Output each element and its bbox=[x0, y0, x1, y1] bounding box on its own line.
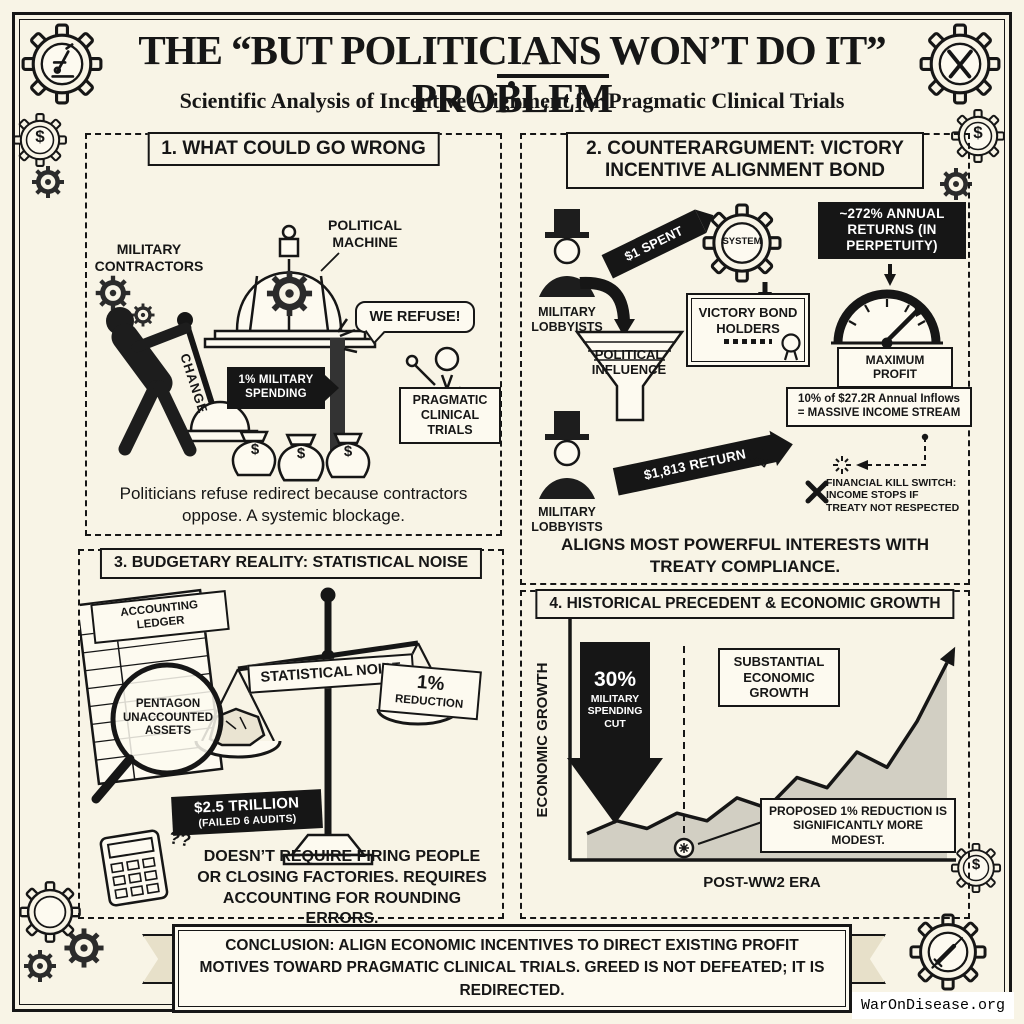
military-contractors-label: MILITARY CONTRACTORS bbox=[94, 241, 204, 274]
panel2-illustration bbox=[539, 203, 943, 504]
victory-bond-certificate: VICTORY BOND HOLDERS bbox=[686, 293, 810, 367]
kill-switch-label: FINANCIAL KILL SWITCH: INCOME STOPS IF T… bbox=[826, 477, 960, 514]
political-machine-gear-icon bbox=[266, 270, 313, 317]
signature-squiggle bbox=[724, 339, 772, 345]
starburst-icon bbox=[833, 456, 851, 474]
refusal-label: WE REFUSE! bbox=[369, 309, 461, 325]
political-influence-label: POLITICAL INFLUENCE bbox=[591, 347, 667, 378]
panel1-illustration bbox=[95, 224, 471, 482]
x-axis-label: POST-WW2 ERA bbox=[703, 874, 821, 891]
annual-returns-box: ~272% ANNUAL RETURNS (IN PERPETUITY) bbox=[818, 202, 966, 259]
money-bag-dollar-1: $ bbox=[250, 441, 260, 458]
pentagon-assets-label: PENTAGON UNACCOUNTED ASSETS bbox=[122, 698, 214, 738]
title-dot-decoration bbox=[508, 81, 515, 88]
money-bag-dollar-3: $ bbox=[343, 443, 353, 460]
funnel-icon bbox=[574, 330, 685, 422]
panel2-caption: ALIGNS MOST POWERFUL INTERESTS WITH TREA… bbox=[560, 535, 929, 577]
influence-arrowhead bbox=[614, 319, 635, 337]
money-bag-dollar-2: $ bbox=[296, 445, 306, 462]
spending-cut-label: 1% MILITARY SPENDING bbox=[238, 374, 314, 400]
bond-seal-icon bbox=[781, 333, 801, 361]
political-machine-pointer bbox=[320, 252, 340, 272]
panel-historical-precedent: 4. HISTORICAL PRECEDENT & ECONOMIC GROWT… bbox=[520, 589, 970, 919]
lobbyists-bottom-label: MILITARY LOBBYISTS bbox=[531, 505, 603, 534]
skull-icon: ☠ bbox=[745, 443, 769, 473]
panel3-caption: DOESN’T REQUIRE FIRING PEOPLE OR CLOSING… bbox=[197, 848, 487, 928]
political-machine-label: POLITICAL MACHINE bbox=[328, 217, 402, 250]
refusal-speech-bubble: WE REFUSE! bbox=[355, 301, 475, 345]
dollar-coin-right-label: $ bbox=[973, 123, 983, 142]
panel1-caption: Politicians refuse redirect because cont… bbox=[119, 484, 468, 526]
money-bags-icon bbox=[231, 430, 371, 482]
title-underline-decoration bbox=[497, 74, 609, 78]
profit-gauge-icon bbox=[831, 289, 943, 349]
panel4-title: 4. HISTORICAL PRECEDENT & ECONOMIC GROWT… bbox=[535, 589, 955, 620]
income-stream-box: 10% of $27.2R Annual Inflows = MASSIVE I… bbox=[786, 387, 972, 427]
bottom-left-gear-mid bbox=[64, 928, 104, 968]
panel1-title: 1. WHAT COULD GO WRONG bbox=[147, 132, 440, 167]
panel-budgetary-reality: 3. BUDGETARY REALITY: STATISTICAL NOISE bbox=[78, 548, 504, 927]
change-lever bbox=[177, 312, 259, 443]
panel-counterargument: 2. COUNTERARGUMENT: VICTORY INCENTIVE AL… bbox=[520, 132, 972, 585]
spending-cut-arrow: 1% MILITARY SPENDING bbox=[227, 367, 339, 409]
growth-line-arrowhead bbox=[939, 646, 956, 667]
spending-cut-down-arrow bbox=[567, 642, 663, 824]
dollar-coin-left-label: $ bbox=[35, 127, 45, 146]
arrow-tip-icon bbox=[325, 375, 339, 401]
page-subtitle: Scientific Analysis of Incentive Alignme… bbox=[179, 88, 845, 113]
influence-flow-arrow bbox=[579, 276, 630, 322]
panel3-title: 3. BUDGETARY REALITY: STATISTICAL NOISE bbox=[99, 548, 483, 579]
lobbyist-bottom-icon bbox=[539, 411, 595, 499]
y-axis-label: ECONOMIC GROWTH bbox=[534, 662, 551, 818]
conclusion-banner: CONCLUSION: ALIGN ECONOMIC INCENTIVES TO… bbox=[172, 924, 852, 1014]
contractor-figure bbox=[106, 307, 197, 457]
kill-switch-connector bbox=[868, 437, 926, 466]
contractor-gear-small-icon bbox=[131, 303, 155, 327]
edge-gear-left bbox=[32, 166, 64, 198]
panel4-chart bbox=[567, 618, 956, 862]
panel2-title: 2. COUNTERARGUMENT: VICTORY INCENTIVE AL… bbox=[566, 132, 924, 189]
panel-what-could-go-wrong: 1. WHAT COULD GO WRONG bbox=[85, 132, 502, 536]
syringe-gear-medallion bbox=[909, 913, 987, 991]
substantial-growth-box: SUBSTANTIAL ECONOMIC GROWTH bbox=[718, 648, 840, 707]
cut-text-label: MILITARY SPENDING CUT bbox=[587, 692, 643, 730]
cut-arrow-text: 30% MILITARY SPENDING CUT bbox=[578, 668, 652, 730]
magnifier-icon bbox=[91, 662, 224, 804]
modest-reduction-box: PROPOSED 1% REDUCTION IS SIGNIFICANTLY M… bbox=[760, 798, 956, 854]
system-label: SYSTEM bbox=[722, 236, 762, 247]
one-percent-reduction-sign: 1% REDUCTION bbox=[378, 662, 482, 720]
cut-point-marker bbox=[673, 837, 695, 859]
lobbyists-top-label: MILITARY LOBBYISTS bbox=[531, 305, 603, 334]
trillion-box: $2.5 TRILLION (FAILED 6 AUDITS) bbox=[171, 789, 323, 836]
cut-value-label: 30% bbox=[593, 668, 637, 691]
microscope-gear-medallion bbox=[21, 23, 103, 105]
watermark: WarOnDisease.org bbox=[852, 992, 1014, 1019]
contractor-gear-icon bbox=[95, 275, 131, 311]
pragmatic-trials-box: PRAGMATIC CLINICAL TRIALS bbox=[399, 387, 501, 444]
x-mark-icon bbox=[805, 480, 829, 504]
test-tubes-gear-medallion bbox=[919, 23, 1001, 105]
test-tubes-icon bbox=[947, 49, 973, 79]
calculator-icon bbox=[99, 829, 169, 907]
modest-note-pointer bbox=[697, 821, 763, 845]
dollar-coin-bottom-right-label: $ bbox=[971, 856, 981, 873]
panel3-illustration bbox=[80, 587, 460, 907]
microscope-icon bbox=[51, 43, 75, 78]
bond-holders-label: VICTORY BOND HOLDERS bbox=[698, 305, 798, 336]
syringe-icon bbox=[931, 936, 963, 969]
maximum-profit-box: MAXIMUM PROFIT bbox=[837, 347, 953, 388]
bottom-left-gear-small bbox=[24, 950, 56, 982]
